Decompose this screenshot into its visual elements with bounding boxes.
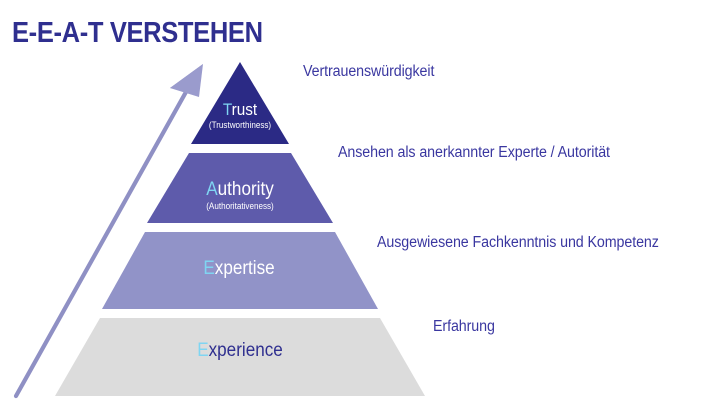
annotation-experience: Erfahrung [433, 318, 495, 335]
growth-arrow-icon [13, 64, 203, 399]
pyramid-tier-expertise[interactable] [102, 232, 378, 309]
annotation-authority: Ansehen als anerkannter Experte / Autori… [338, 144, 610, 161]
page-title: E-E-A-T VERSTEHEN [12, 17, 263, 49]
pyramid-tier-authority[interactable] [147, 153, 333, 223]
annotation-trust: Vertrauenswürdigkeit [303, 63, 435, 80]
pyramid-tier-experience[interactable] [55, 318, 425, 396]
pyramid-tier-trust[interactable] [191, 62, 289, 144]
annotation-expertise: Ausgewiesene Fachkenntnis und Kompetenz [377, 234, 659, 251]
